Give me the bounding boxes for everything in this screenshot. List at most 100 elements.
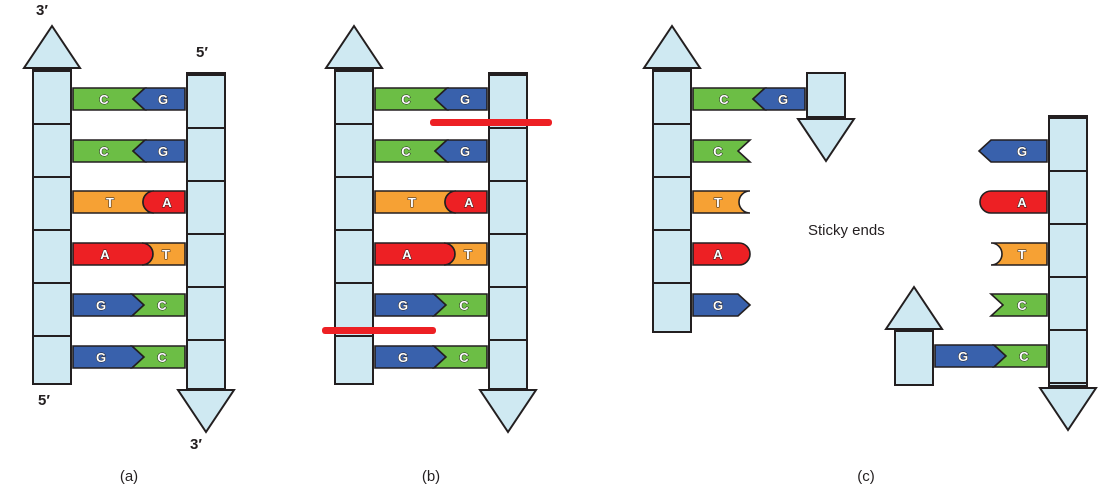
base-pair-cg: C G xyxy=(72,87,186,111)
base-letter: G xyxy=(713,298,723,313)
base-pair-gc: G C xyxy=(72,345,186,369)
arrow-down-shape xyxy=(478,389,538,434)
overhang-base-t: T xyxy=(990,242,1048,266)
base-pair-ta: T A xyxy=(72,190,186,214)
arrow-up-shape xyxy=(324,24,384,69)
strand-end-label: 5′ xyxy=(38,392,50,409)
base-letter: G xyxy=(460,92,470,107)
backbone-left xyxy=(334,68,374,385)
strand-arrow-down-icon xyxy=(478,389,538,434)
base-g-shape xyxy=(751,87,806,111)
base-letter: G xyxy=(1017,144,1027,159)
overhang-base-t: T xyxy=(692,190,751,214)
base-pair-gc: G C xyxy=(72,293,186,317)
base-letter: C xyxy=(401,92,411,107)
base-pair-cg: C G xyxy=(374,87,488,111)
base-letter: C xyxy=(1019,349,1029,364)
base-letter: T xyxy=(408,195,416,210)
base-letter: G xyxy=(158,144,168,159)
base-t-shape xyxy=(141,242,186,266)
base-a-shape xyxy=(444,190,488,214)
backbone-right-fragment xyxy=(1048,115,1088,387)
base-c-shape xyxy=(988,293,1048,317)
base-t-shape xyxy=(692,190,751,214)
overhang-base-a: A xyxy=(692,242,751,266)
panel-label-b: (b) xyxy=(421,468,441,485)
backbone-left xyxy=(32,68,72,385)
base-a-shape xyxy=(692,242,751,266)
arrow-down-shape xyxy=(176,389,236,434)
base-letter: C xyxy=(157,298,167,313)
base-letter: A xyxy=(1017,195,1027,210)
strand-arrow-down-icon xyxy=(1038,387,1098,432)
base-letter: G xyxy=(778,92,788,107)
base-g-shape xyxy=(72,345,146,369)
overhang-base-a: A xyxy=(979,190,1048,214)
base-letter: C xyxy=(713,144,723,159)
base-pair-gc: G C xyxy=(934,344,1048,368)
base-letter: G xyxy=(398,350,408,365)
base-pair-gc: G C xyxy=(374,345,488,369)
backbone-stub-left xyxy=(894,330,934,386)
base-pair-ta: T A xyxy=(374,190,488,214)
strand-end-label: 3′ xyxy=(36,2,48,19)
base-letter: T xyxy=(106,195,114,210)
base-g-shape xyxy=(374,293,448,317)
base-pair-cg: C G xyxy=(72,139,186,163)
base-c-shape xyxy=(431,293,488,317)
base-letter: G xyxy=(96,350,106,365)
base-a-shape xyxy=(979,190,1048,214)
base-g-shape xyxy=(131,139,186,163)
base-letter: G xyxy=(398,298,408,313)
base-a-shape xyxy=(142,190,186,214)
base-g-shape xyxy=(977,139,1048,163)
strand-arrow-up-icon xyxy=(884,285,944,330)
base-pair-gc: G C xyxy=(374,293,488,317)
base-g-shape xyxy=(934,344,1008,368)
base-letter: C xyxy=(459,298,469,313)
base-letter: T xyxy=(162,247,170,262)
panel-label-a: (a) xyxy=(119,468,139,485)
base-g-shape xyxy=(433,87,488,111)
strand-end-label: 3′ xyxy=(190,436,202,453)
base-letter: A xyxy=(100,247,110,262)
base-c-shape xyxy=(129,293,186,317)
arrow-up-shape xyxy=(22,24,82,69)
strand-arrow-up-icon xyxy=(324,24,384,69)
panel-label-c: (c) xyxy=(857,468,875,485)
base-g-shape xyxy=(72,293,146,317)
arrow-down-shape xyxy=(1038,387,1098,432)
strand-arrow-up-icon xyxy=(22,24,82,69)
base-letter: T xyxy=(1018,247,1026,262)
base-letter: C xyxy=(99,144,109,159)
base-pair-cg: C G xyxy=(374,139,488,163)
backbone-right xyxy=(186,72,226,390)
base-t-shape xyxy=(990,242,1048,266)
base-letter: A xyxy=(464,195,474,210)
base-letter: T xyxy=(464,247,472,262)
base-letter: C xyxy=(459,350,469,365)
base-letter: C xyxy=(1017,298,1027,313)
base-g-shape xyxy=(374,345,448,369)
backbone-left-fragment xyxy=(652,68,692,333)
base-letter: C xyxy=(719,92,729,107)
overhang-base-c: C xyxy=(988,293,1048,317)
base-a-shape xyxy=(374,242,456,266)
base-pair-cg: C G xyxy=(692,87,806,111)
base-g-shape xyxy=(131,87,186,111)
base-letter: C xyxy=(157,350,167,365)
base-g-shape xyxy=(433,139,488,163)
base-letter: G xyxy=(96,298,106,313)
base-pair-at: A T xyxy=(72,242,186,266)
base-g-shape xyxy=(692,293,752,317)
arrow-up-shape xyxy=(642,24,702,69)
base-t-shape xyxy=(443,242,488,266)
base-c-shape xyxy=(129,345,186,369)
cut-line-top xyxy=(430,119,552,126)
cut-line-bottom xyxy=(322,327,436,334)
base-letter: G xyxy=(958,349,968,364)
base-letter: A xyxy=(713,247,723,262)
sticky-ends-label: Sticky ends xyxy=(808,222,885,239)
base-letter: A xyxy=(162,195,172,210)
base-letter: C xyxy=(99,92,109,107)
